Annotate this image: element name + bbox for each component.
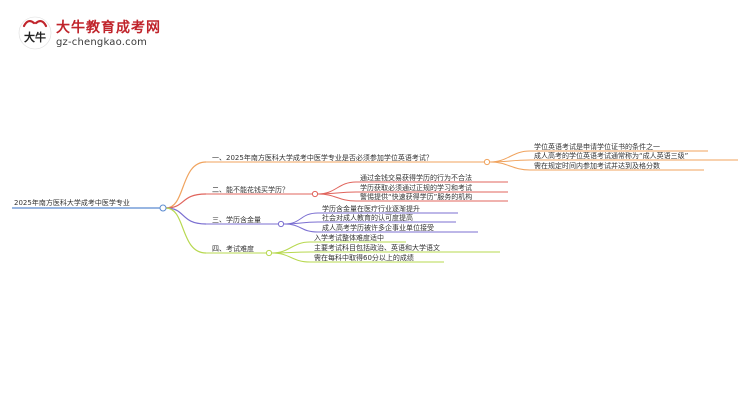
branch-2-link (165, 193, 207, 209)
branch-4-handle[interactable] (265, 249, 273, 257)
branch-4-child-3-label: 需在每科中取得60分以上的成绩 (314, 253, 414, 262)
branch-3-label: 三、学历含金量 (212, 215, 261, 224)
branch-2-child-1-label: 通过金钱交易获得学历的行为不合法 (360, 173, 472, 182)
root-node-handle[interactable] (159, 204, 167, 212)
branch-1-link (165, 161, 207, 209)
logo-glyph: 大牛 (24, 30, 46, 44)
branch-4-child-2-label: 主要考试科目包括政治、英语和大学语文 (314, 243, 440, 252)
branch-2-label: 二、能不能花钱买学历？ (212, 185, 289, 194)
branch-1-child-2-label: 成人高考的学位英语考试通常称为“成人英语三级” (534, 151, 688, 160)
branch-3-child-3-label: 成人高考学历被许多企事业单位接受 (322, 223, 434, 232)
branch-1-label: 一、2025年南方医科大学成考中医学专业是否必须参加学位英语考试？ (212, 153, 433, 162)
branch-1-child-3-label: 需在规定时间内参加考试并达到及格分数 (534, 161, 660, 170)
branch-4-link (165, 207, 207, 254)
root-node-label: 2025年南方医科大学成考中医学专业 (14, 198, 130, 207)
branch-4-child-3-link (271, 252, 311, 263)
branch-2-child-2-link (317, 191, 357, 195)
branch-2-handle[interactable] (311, 190, 319, 198)
brand-title: 大牛教育成考网 (56, 20, 161, 36)
branch-3-handle[interactable] (277, 220, 285, 228)
branch-2-child-3-link (317, 193, 357, 202)
mind-map-nodes: 2025年南方医科大学成考中医学专业 一、2025年南方医科大学成考中医学专业是否… (14, 142, 688, 262)
mind-map-links (12, 150, 738, 263)
branch-4-child-1-label: 入学考试整体难度适中 (314, 233, 384, 242)
branch-1-child-1-label: 学位英语考试是申请学位证书的条件之一 (534, 142, 660, 151)
branch-4-label: 四、考试难度 (212, 244, 254, 253)
branch-4-child-1-link (271, 241, 311, 254)
branch-3-child-2-label: 社会对成人教育的认可度提高 (322, 213, 413, 222)
branch-2-child-3-label: 警惕提供“快速获得学历”服务的机构 (360, 192, 472, 201)
branch-3-child-2-link (283, 221, 319, 225)
ox-logo-icon: 大牛 (18, 16, 52, 50)
branch-3-child-1-label: 学历含金量在医疗行业逐渐提升 (322, 204, 420, 213)
branch-2-child-2-label: 学历获取必须通过正规的学习和考试 (360, 183, 472, 192)
brand-logo[interactable]: 大牛 大牛教育成考网 gz-chengkao.com (18, 14, 161, 54)
branch-1-handle[interactable] (483, 158, 491, 166)
brand-url: gz-chengkao.com (56, 37, 148, 48)
branch-1-child-3-link (489, 161, 531, 171)
branch-3-child-3-link (283, 223, 319, 233)
